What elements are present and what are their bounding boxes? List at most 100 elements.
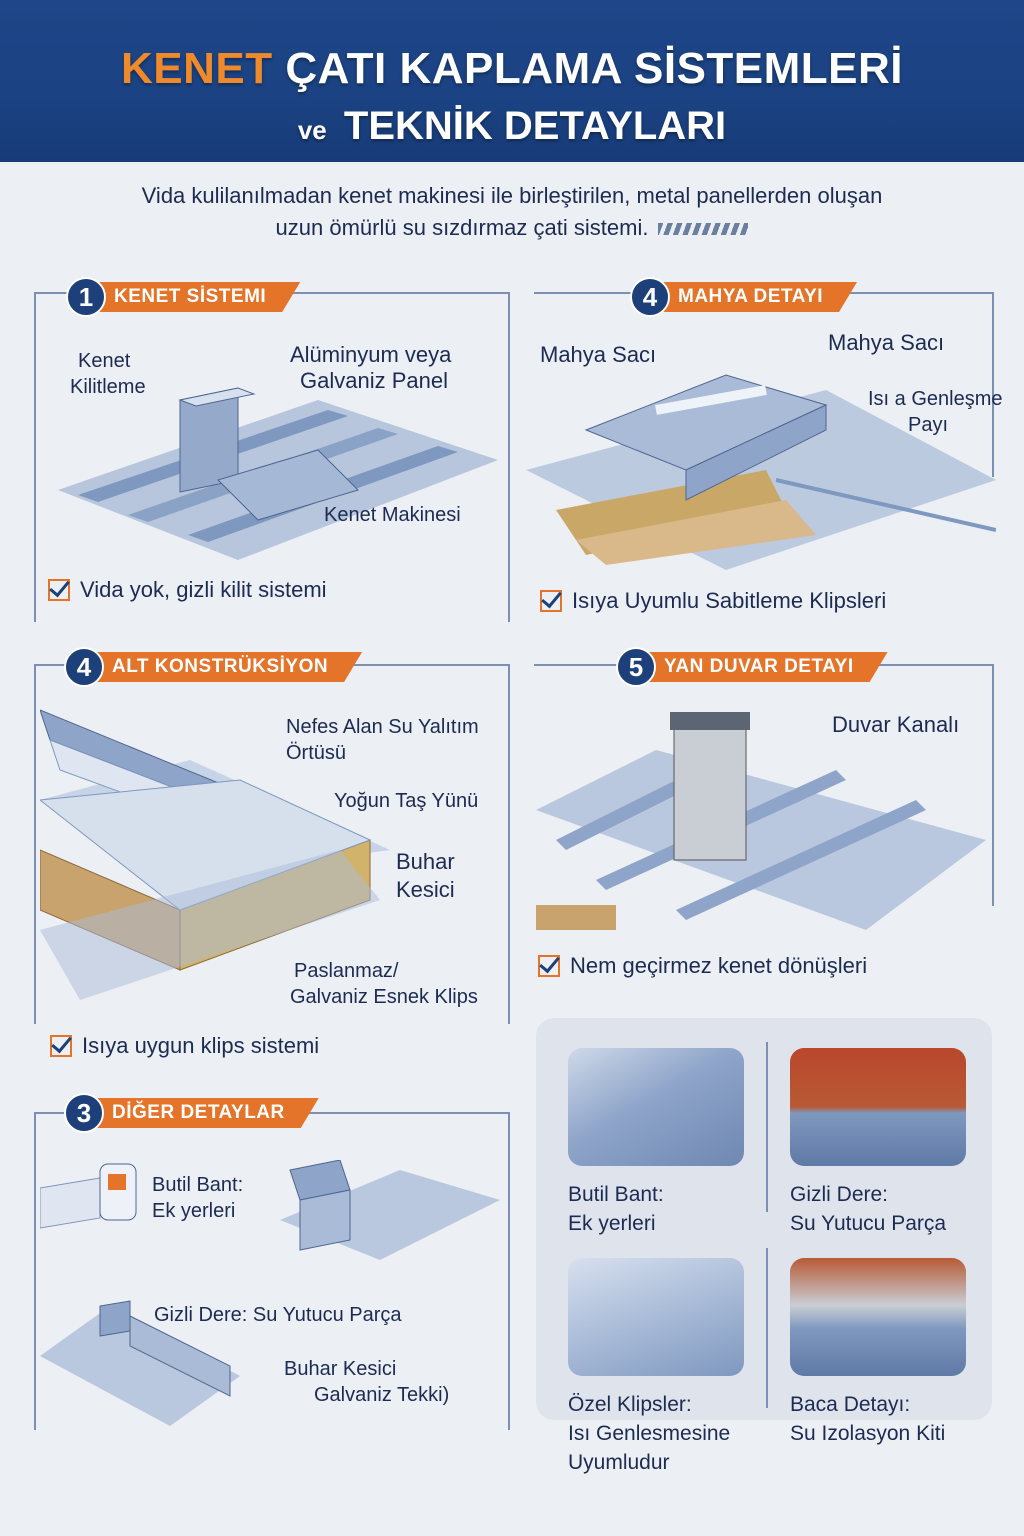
feature-mahya: Isıya Uyumlu Sabitleme Klipsleri: [540, 588, 886, 614]
subtitle-main: TEKNİK DETAYLARI: [343, 104, 727, 148]
caption-line: Butil Bant:: [568, 1183, 664, 1206]
gallery-item-chimney: Baca Detayı: Su Izolasyon Kiti: [790, 1258, 966, 1448]
hatch-decoration: [658, 223, 749, 236]
feature-text: Vida yok, gizli kilit sistemi: [80, 577, 327, 602]
label-flexible-clip: Paslanmaz/ Galvaniz Esnek Klips: [290, 958, 478, 1010]
label-expansion-gap: Isı a Genleşme Payı: [868, 386, 1003, 438]
label-kenet-locking: Kenet Kilitleme: [70, 348, 146, 400]
label-ridge-sheet-left: Mahya Sacı: [540, 342, 657, 367]
checkbox-icon: [48, 579, 70, 601]
caption-line: Özel Klipsler:: [568, 1393, 692, 1416]
intro-text: Vida kulilanılmadan kenet makinesi ile b…: [0, 180, 1024, 244]
label-hidden-gutter: Gizli Dere: Su Yutucu Parça: [154, 1304, 402, 1326]
section-yan-badge: 5 YAN DUVAR DETAYI: [616, 647, 888, 687]
label-line: Galvaniz Tekki): [314, 1384, 450, 1406]
label-line: Nefes Alan Su Yalıtım: [286, 716, 479, 738]
section-title: MAHYA DETAYI: [660, 282, 857, 312]
label-vapor-galvanized: Buhar Kesici Galvaniz Tekki): [284, 1356, 449, 1408]
gallery-caption: Baca Detayı: Su Izolasyon Kiti: [790, 1390, 966, 1448]
kenet-seam-illustration: [58, 387, 498, 560]
section-number: 5: [616, 647, 656, 687]
checkbox-icon: [50, 1035, 72, 1057]
intro-line-2-text: uzun ömürlü su sızdırmaz çati sistemi.: [275, 215, 649, 240]
label-line: Galvaniz Esnek Klips: [290, 986, 478, 1008]
intro-line-1: Vida kulilanılmadan kenet makinesi ile b…: [141, 183, 883, 208]
label-breathable-membrane: Nefes Alan Su Yalıtım Örtüsü: [286, 714, 479, 766]
label-line: Buhar: [396, 849, 455, 874]
label-vapor-barrier: Buhar Kesici: [396, 848, 455, 904]
feature-text: Isıya uygun klips sistemi: [82, 1033, 320, 1058]
subtitle-prefix: ve: [297, 115, 327, 145]
feature-kenet: Vida yok, gizli kilit sistemi: [48, 577, 327, 603]
detail-gallery: Butil Bant: Ek yerleri Gizli Dere: Su Yu…: [536, 1018, 992, 1474]
caption-line: Uyumludur: [568, 1451, 670, 1474]
section-number: 1: [66, 277, 106, 317]
hidden-gutter-image: [790, 1048, 966, 1166]
butyl-joint-image: [568, 1048, 744, 1166]
caption-line: Su Yutucu Parça: [790, 1212, 947, 1235]
ridge-cap-illustration: [526, 374, 996, 570]
title-rest: ÇATI KAPLAMA SİSTEMLERİ: [285, 44, 904, 93]
seam-detail-illustration: [280, 1160, 500, 1260]
section-title: ALT KONSTRÜKSİYON: [94, 652, 362, 682]
section-title: YAN DUVAR DETAYI: [646, 652, 888, 682]
special-clip-image: [568, 1258, 744, 1376]
label-line: Buhar Kesici: [284, 1358, 397, 1380]
feature-text: Isıya Uyumlu Sabitleme Klipsleri: [572, 588, 887, 613]
label-line: Ek yerleri: [152, 1200, 236, 1222]
label-line: Kenet: [78, 350, 131, 372]
side-wall-illustration: [536, 712, 986, 930]
title-accent: KENET: [120, 44, 273, 93]
butyl-tape-illustration: [40, 1163, 137, 1229]
caption-line: Ek yerleri: [568, 1212, 656, 1235]
checkbox-icon: [538, 955, 560, 977]
label-rockwool: Yoğun Taş Yünü: [334, 790, 479, 812]
caption-line: Su Izolasyon Kiti: [790, 1422, 946, 1445]
label-butyl-tape: Butil Bant: Ek yerleri: [152, 1172, 243, 1224]
label-line: Galvaniz Panel: [300, 368, 448, 393]
label-line: Paslanmaz/: [294, 960, 399, 982]
page-title: KENET ÇATI KAPLAMA SİSTEMLERİ: [0, 44, 1024, 94]
page-subtitle: ve TEKNİK DETAYLARI: [0, 104, 1024, 149]
label-panel-material: Alüminyum veya Galvaniz Panel: [290, 342, 451, 394]
section-diger-badge: 3 DİĞER DETAYLAR: [64, 1093, 319, 1133]
label-wall-channel: Duvar Kanalı: [832, 712, 960, 737]
feature-alt: Isıya uygun klips sistemi: [50, 1033, 319, 1059]
section-number: 4: [64, 647, 104, 687]
label-line: Alüminyum veya: [290, 342, 452, 367]
gallery-item-hidden-gutter: Gizli Dere: Su Yutucu Parça: [790, 1048, 966, 1238]
hidden-gutter-illustration: [40, 1300, 240, 1426]
chimney-flashing-image: [790, 1258, 966, 1376]
caption-line: Baca Detayı:: [790, 1393, 911, 1416]
intro-line-2: uzun ömürlü su sızdırmaz çati sistemi.: [0, 212, 1024, 244]
substructure-illustration: [40, 709, 390, 1000]
section-kenet-badge: 1 KENET SİSTEMI: [66, 277, 300, 317]
caption-line: Gizli Dere:: [790, 1183, 889, 1206]
gallery-caption: Gizli Dere: Su Yutucu Parça: [790, 1180, 966, 1238]
gallery-divider: [766, 1042, 768, 1212]
label-kenet-machine: Kenet Makinesi: [324, 504, 461, 526]
section-title: DİĞER DETAYLAR: [94, 1098, 319, 1128]
checkbox-icon: [540, 590, 562, 612]
label-line: Isı a Genleşme: [868, 388, 1003, 410]
section-number: 3: [64, 1093, 104, 1133]
gallery-item-butyl: Butil Bant: Ek yerleri: [568, 1048, 744, 1238]
gallery-caption: Özel Klipsler: Isı Genlesmesine Uyumludu…: [568, 1390, 744, 1477]
gallery-caption: Butil Bant: Ek yerleri: [568, 1180, 744, 1238]
feature-text: Nem geçirmez kenet dönüşleri: [570, 953, 868, 978]
label-ridge-sheet-right: Mahya Sacı: [828, 330, 945, 355]
label-line: Butil Bant:: [152, 1174, 244, 1196]
section-number: 4: [630, 277, 670, 317]
label-line: Payı: [908, 414, 949, 436]
section-title: KENET SİSTEMI: [96, 282, 300, 312]
label-line: Kesici: [396, 877, 455, 902]
gallery-divider: [766, 1248, 768, 1408]
label-line: Örtüsü: [286, 742, 347, 764]
header-banner: KENET ÇATI KAPLAMA SİSTEMLERİ ve TEKNİK …: [0, 0, 1024, 162]
section-mahya-badge: 4 MAHYA DETAYI: [630, 277, 857, 317]
feature-yan: Nem geçirmez kenet dönüşleri: [538, 953, 867, 979]
gallery-item-special-clips: Özel Klipsler: Isı Genlesmesine Uyumludu…: [568, 1258, 744, 1477]
caption-line: Isı Genlesmesine: [568, 1422, 731, 1445]
label-line: Kilitleme: [70, 376, 146, 398]
section-alt-badge: 4 ALT KONSTRÜKSİYON: [64, 647, 362, 687]
